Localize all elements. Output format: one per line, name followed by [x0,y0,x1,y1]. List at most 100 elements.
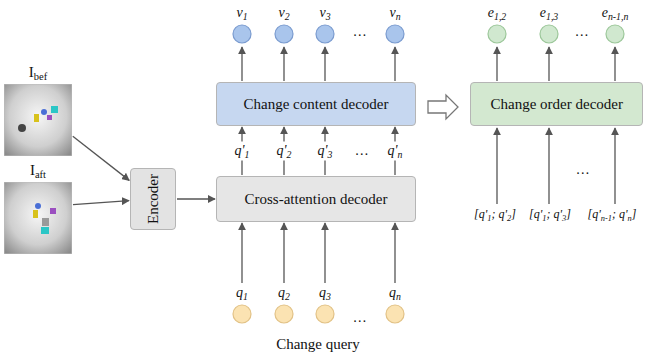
node-circle [386,25,404,43]
edge-label: q'2 [275,142,294,161]
output-node: vn [379,4,411,46]
input-arrow [496,128,497,204]
node-circle [599,23,631,45]
node-circle [268,303,300,325]
query-node: q2 [268,284,300,326]
input-arrow [548,128,549,204]
ellipsis: … [354,23,366,41]
scene-object [42,218,49,226]
edge-label: q'3 [316,142,335,161]
image-label: Iaft [4,160,72,182]
image-label: Ibef [4,62,72,84]
flow-arrow [283,223,284,283]
decoder-box: Change order decoder [470,82,643,126]
node-label: en-1,n [599,4,631,23]
scene-ground [4,84,72,156]
flow-arrow [496,47,497,81]
node-label: vn [379,4,411,23]
node-circle [533,23,565,45]
query-node: q1 [226,284,258,326]
node-circle [233,305,251,323]
scene-ground [4,182,72,254]
node-circle [233,25,251,43]
order-node: e1,2 [481,4,513,46]
flow-arrow [394,47,395,81]
decoder-box: Cross-attention decoder [216,176,416,222]
scene-image [4,84,72,156]
scene-object [35,203,41,209]
node-circle [386,305,404,323]
input-arrow [614,128,615,204]
ellipsis: … [354,309,366,327]
node-label: qn [379,284,411,303]
pair-input: [q'1; q'2] [474,205,516,225]
node-label: v3 [309,4,341,23]
scene-object [50,208,56,214]
node-label: v1 [226,4,258,23]
node-circle [481,23,513,45]
flow-arrow [548,47,549,81]
node-circle [309,303,341,325]
query-node: q3 [309,284,341,326]
box-label: Change content decoder [244,95,389,113]
node-circle [226,303,258,325]
order-node: en-1,n [599,4,631,46]
edge-label: q'n [386,142,405,161]
node-circle [540,25,558,43]
node-label: q1 [226,284,258,303]
box-label: Encoder [144,174,162,224]
ellipsis: … [576,23,588,41]
flow-arrow [241,223,242,283]
flow-arrow [324,47,325,81]
node-circle [226,23,258,45]
input-image: Iaft [4,160,72,254]
node-circle [488,25,506,43]
scene-object [41,227,49,234]
scene-object [34,114,39,122]
edge-label: q'1 [233,142,252,161]
flow-arrow [241,47,242,81]
encoder-box: Encoder [130,168,176,230]
output-node: v1 [226,4,258,46]
flow-arrow [283,47,284,81]
scene-object [51,106,58,113]
ellipsis: … [356,142,368,160]
order-node: e1,3 [533,4,565,46]
box-label: Cross-attention decoder [245,190,388,208]
scene-object [33,210,38,218]
hollow-arrow [428,95,458,119]
flow-arrow [73,201,129,205]
ellipsis: … [577,161,589,179]
node-circle [316,305,334,323]
node-circle [606,25,624,43]
node-label: v2 [268,4,300,23]
node-circle [379,303,411,325]
node-label: e1,3 [533,4,565,23]
output-node: v2 [268,4,300,46]
scene-image [4,182,72,254]
flow-arrow [324,223,325,283]
node-label: q3 [309,284,341,303]
pair-input: [q'n-1; q'n] [588,205,637,225]
node-label: e1,2 [481,4,513,23]
node-circle [379,23,411,45]
node-circle [275,25,293,43]
box-label: Change order decoder [491,95,623,113]
decoder-box: Change content decoder [216,82,416,126]
flow-arrow [614,47,615,81]
caption-text: Change query [276,335,360,353]
scene-object [41,109,47,115]
output-node: v3 [309,4,341,46]
scene-object [18,124,26,132]
flow-arrow [73,136,129,180]
flow-arrow [394,223,395,283]
pair-input: [q'1; q'3] [529,205,571,225]
query-node: qn [379,284,411,326]
node-label: q2 [268,284,300,303]
scene-object [47,115,52,120]
input-image: Ibef [4,62,72,156]
node-circle [275,305,293,323]
node-circle [268,23,300,45]
